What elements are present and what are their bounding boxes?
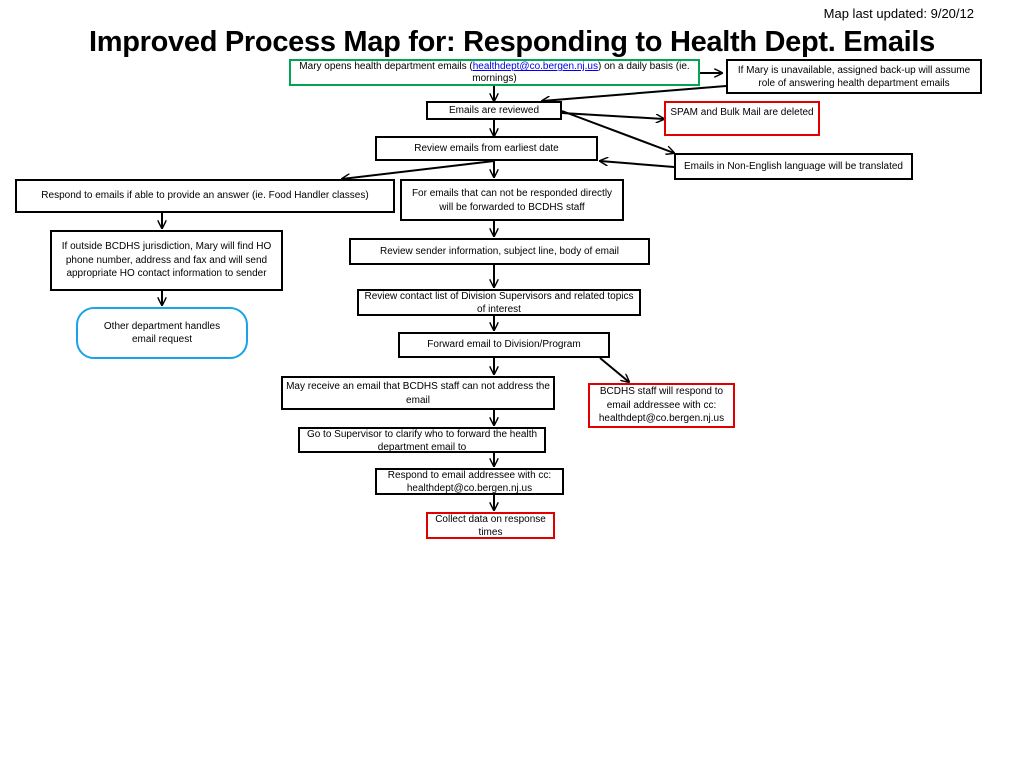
review-earliest-text: Review emails from earliest date — [414, 142, 559, 154]
backup-text: If Mary is unavailable, assigned back-up… — [737, 64, 971, 89]
outside-jurisdiction-text: If outside BCDHS jurisdiction, Mary will… — [61, 241, 272, 280]
other-department-text: Other department handles email request — [103, 320, 221, 346]
go-to-supervisor-text: Go to Supervisor to clarify who to forwa… — [306, 429, 538, 453]
node-emails-reviewed: Emails are reviewed — [426, 101, 562, 120]
open-emails-text-pre: Mary opens health department emails ( — [299, 61, 473, 72]
arrow-reviewed-to-spam — [561, 112, 664, 119]
arrow-reviewed-to-translate — [561, 110, 674, 153]
open-emails-text-post: ) on a daily basis (ie. mornings) — [472, 61, 690, 84]
review-sender-text: Review sender information, subject line,… — [379, 245, 619, 257]
staff-respond-text: BCDHS staff will respond to email addres… — [598, 386, 725, 425]
node-review-earliest: Review emails from earliest date — [375, 136, 598, 161]
health-dept-email-link[interactable]: healthdept@co.bergen.nj.us — [472, 61, 598, 72]
spam-deleted-text: SPAM and Bulk Mail are deleted — [670, 107, 814, 118]
node-go-to-supervisor: Go to Supervisor to clarify who to forwa… — [298, 427, 546, 453]
cannot-address-text: May receive an email that BCDHS staff ca… — [286, 381, 550, 406]
translate-text: Emails in Non-English language will be t… — [683, 160, 903, 172]
respond-cc-text: Respond to email addressee with cc: heal… — [387, 470, 552, 494]
forward-to-staff-text: For emails that can not be responded dir… — [411, 188, 613, 213]
node-other-department: Other department handles email request — [76, 307, 248, 359]
node-forward-division: Forward email to Division/Program — [398, 332, 610, 358]
node-review-sender: Review sender information, subject line,… — [349, 238, 650, 265]
arrow-translate-to-earliest — [600, 161, 675, 168]
node-cannot-address: May receive an email that BCDHS staff ca… — [281, 376, 555, 410]
node-open-emails: Mary opens health department emails (hea… — [289, 59, 700, 86]
last-updated-label: Map last updated: 9/20/12 — [823, 6, 974, 21]
arrow-backup-to-reviewed — [542, 85, 727, 101]
node-respond-cc: Respond to email addressee with cc: heal… — [375, 468, 564, 495]
node-forward-to-staff: For emails that can not be responded dir… — [400, 179, 624, 221]
node-outside-jurisdiction: If outside BCDHS jurisdiction, Mary will… — [50, 230, 283, 291]
collect-data-text: Collect data on response times — [435, 514, 546, 538]
respond-if-able-text: Respond to emails if able to provide an … — [41, 190, 369, 202]
node-collect-data: Collect data on response times — [426, 512, 555, 539]
node-backup: If Mary is unavailable, assigned back-up… — [726, 59, 982, 94]
arrow-earliest-to-respond — [342, 160, 495, 179]
node-translate: Emails in Non-English language will be t… — [674, 153, 913, 180]
contact-list-text: Review contact list of Division Supervis… — [364, 291, 634, 315]
emails-reviewed-text: Emails are reviewed — [448, 105, 540, 116]
node-respond-if-able: Respond to emails if able to provide an … — [15, 179, 395, 213]
arrow-division-to-staff — [599, 357, 629, 382]
node-spam-deleted: SPAM and Bulk Mail are deleted — [664, 101, 820, 136]
node-contact-list: Review contact list of Division Supervis… — [357, 289, 641, 316]
node-staff-respond: BCDHS staff will respond to email addres… — [588, 383, 735, 428]
forward-division-text: Forward email to Division/Program — [427, 339, 581, 351]
page-title: Improved Process Map for: Responding to … — [89, 26, 935, 58]
